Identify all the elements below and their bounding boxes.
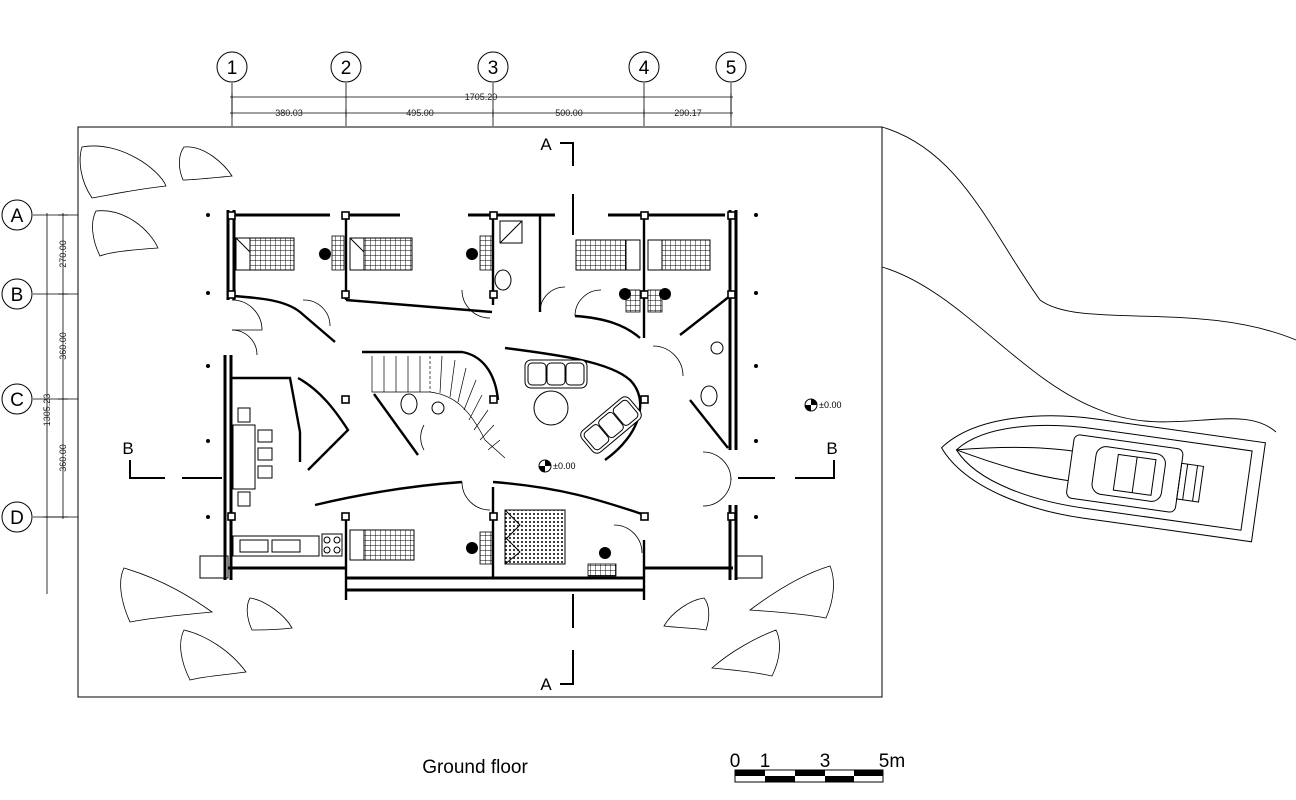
vertical-dimension-lines <box>43 213 68 594</box>
bed-room-1 <box>235 237 295 271</box>
dim-horizontal-3: 500.00 <box>555 108 583 118</box>
svg-text:5: 5 <box>726 58 737 79</box>
dim-horizontal-1: 380.03 <box>275 108 303 118</box>
door-swings <box>231 286 732 554</box>
nightstands <box>331 235 663 577</box>
scale-label-3: 3 <box>820 751 831 772</box>
exterior-walls <box>223 210 738 592</box>
scale-label-1: 1 <box>760 751 771 772</box>
svg-text:D: D <box>10 508 24 529</box>
coffee-table <box>533 390 569 426</box>
scale-label-0: 0 <box>730 751 741 772</box>
section-a-bottom-marker <box>560 594 574 685</box>
dim-horizontal-4: 290.17 <box>674 108 702 118</box>
scale-label-5m: 5m <box>879 751 905 772</box>
bed-room-3a <box>575 239 641 271</box>
interior-walls <box>232 215 731 600</box>
horizontal-dimension-lines <box>230 93 733 117</box>
level-marker-interior: ±0.00 <box>538 459 575 473</box>
bed-room-3b <box>647 239 711 271</box>
grid-row-b: B <box>1 278 33 310</box>
dim-vertical-2: 360.00 <box>58 332 68 360</box>
svg-text:1: 1 <box>227 58 238 79</box>
dim-overall-vertical: 1305.23 <box>42 394 52 427</box>
scale-bar <box>734 769 884 783</box>
grid-row-c: C <box>1 383 33 415</box>
staircase <box>371 355 506 459</box>
kitchen-counter <box>232 533 343 557</box>
dining-table <box>232 407 273 507</box>
pile-dots <box>206 213 758 519</box>
grid-column-4: 4 <box>628 51 660 83</box>
bed-room-5 <box>349 529 415 561</box>
section-b-left-label: B <box>122 439 133 458</box>
grid-column-2: 2 <box>330 51 362 83</box>
dim-horizontal-2: 495.00 <box>406 108 434 118</box>
sofa-upper <box>524 359 588 389</box>
dim-overall-horizontal: 1705.20 <box>465 92 498 102</box>
section-b-left-marker <box>129 460 222 479</box>
section-b-right-label: B <box>826 439 837 458</box>
drawing-title: Ground floor <box>422 757 528 778</box>
grid-row-d: D <box>1 501 33 533</box>
dim-vertical-3: 360.00 <box>58 444 68 472</box>
sofa-lower <box>580 396 642 454</box>
chairs <box>319 248 671 559</box>
svg-text:±0.00: ±0.00 <box>819 400 841 410</box>
entry-steps <box>199 555 763 579</box>
grid-column-1: 1 <box>216 51 248 83</box>
svg-text:2: 2 <box>341 58 352 79</box>
svg-text:±0.00: ±0.00 <box>553 461 575 471</box>
level-marker-exterior: ±0.00 <box>804 398 841 412</box>
grid-column-3: 3 <box>477 51 509 83</box>
section-a-bottom-label: A <box>540 675 552 694</box>
svg-text:4: 4 <box>639 58 650 79</box>
svg-text:C: C <box>10 390 24 411</box>
double-bed-master <box>504 509 566 565</box>
dim-vertical-1: 270.00 <box>58 240 68 268</box>
landscape-shrubs <box>79 145 834 681</box>
svg-text:B: B <box>11 285 24 306</box>
grid-column-5: 5 <box>715 51 747 83</box>
bathroom-fixtures <box>400 220 724 415</box>
svg-text:A: A <box>11 206 24 227</box>
grid-row-a: A <box>1 199 33 231</box>
shoreline-upper <box>881 126 1296 341</box>
shoreline-lower <box>881 266 1277 433</box>
svg-text:3: 3 <box>488 58 499 79</box>
bed-room-2 <box>349 237 413 271</box>
section-b-right-marker <box>738 460 835 479</box>
site-boundary <box>77 126 883 698</box>
section-a-top-marker <box>560 142 574 235</box>
boat <box>940 415 1266 543</box>
section-a-top-label: A <box>540 135 552 154</box>
